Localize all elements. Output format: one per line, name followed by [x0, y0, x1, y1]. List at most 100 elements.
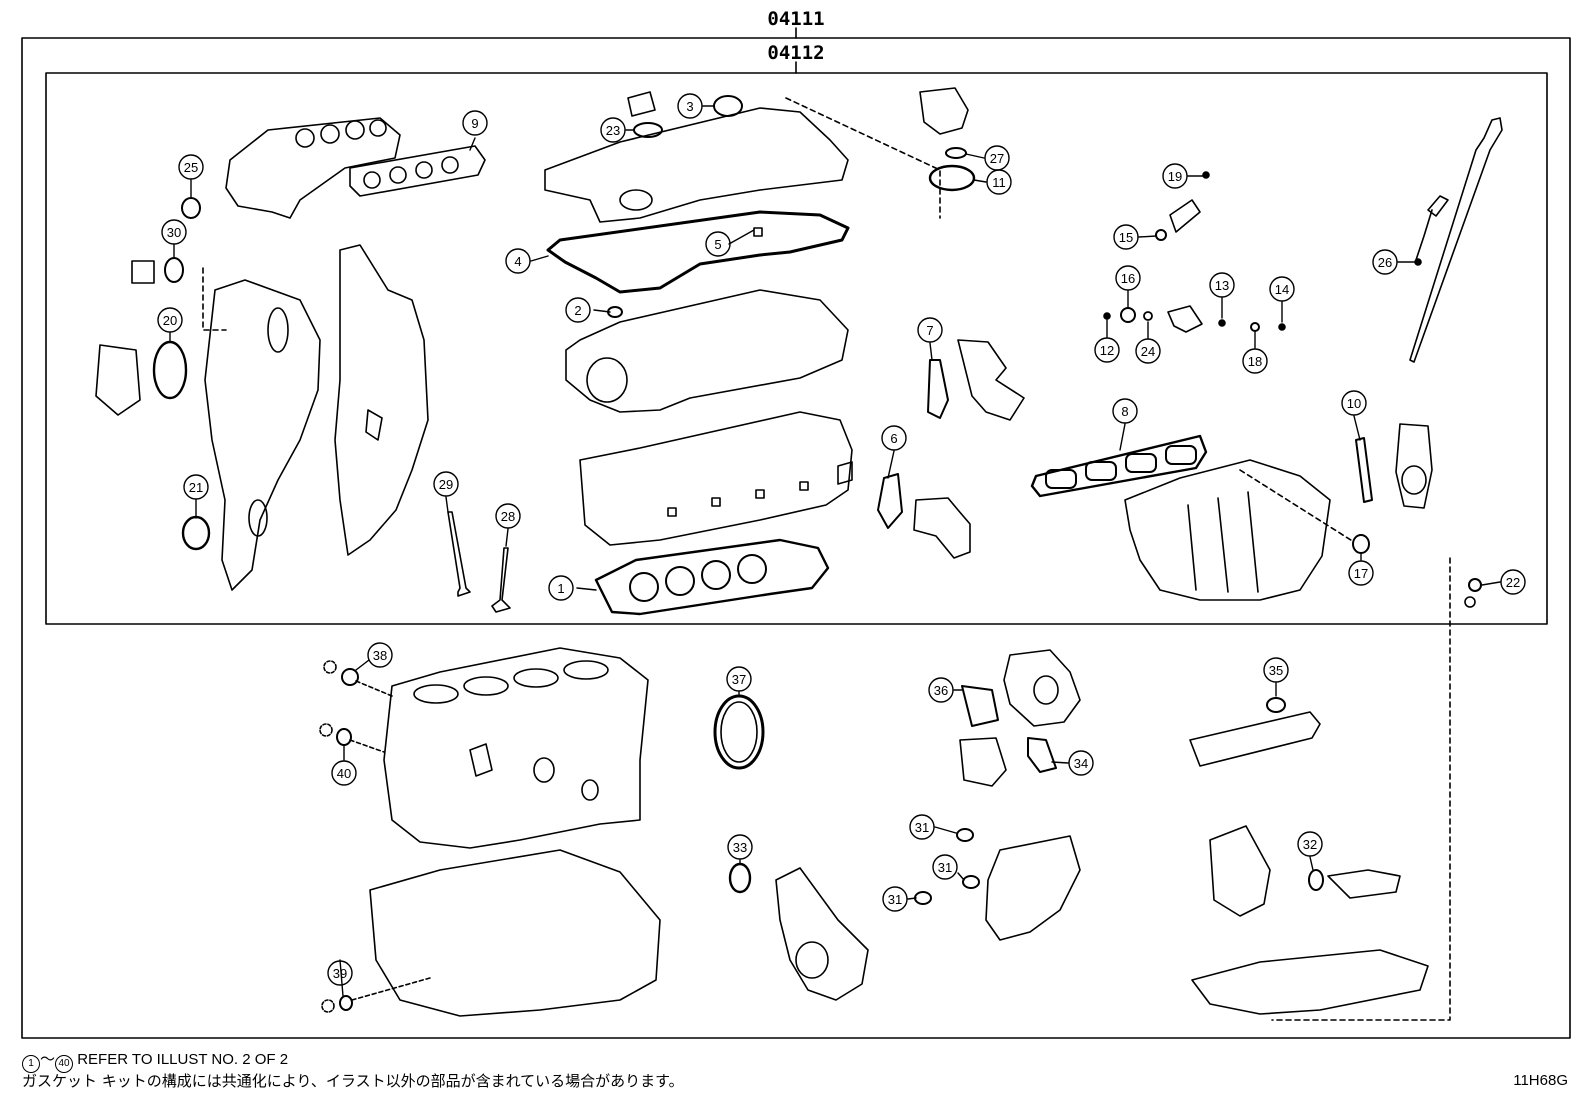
range-separator: ～: [40, 1051, 56, 1068]
callout-25[interactable]: 25: [184, 160, 198, 175]
oring-39: [339, 995, 353, 1011]
cylinder-head: [579, 411, 853, 546]
callout-31c[interactable]: 31: [888, 892, 902, 907]
callout-34[interactable]: 34: [1074, 756, 1088, 771]
callout-20[interactable]: 20: [163, 313, 177, 328]
gasket-11: [928, 164, 976, 192]
gasket-36: [961, 685, 999, 727]
callout-7[interactable]: 7: [926, 323, 933, 338]
oring-30: [164, 257, 184, 283]
kit-04111-label[interactable]: 04111: [767, 8, 824, 30]
callout-28[interactable]: 28: [501, 509, 515, 524]
callouts: [157, 93, 1526, 997]
callout-37[interactable]: 37: [732, 672, 746, 687]
callout-9[interactable]: 9: [471, 116, 478, 131]
range-note-text: REFER TO ILLUST NO. 2 OF 2: [77, 1051, 289, 1068]
callout-11[interactable]: 11: [992, 175, 1006, 190]
callout-22[interactable]: 22: [1506, 575, 1520, 590]
seal-33: [728, 862, 752, 894]
callout-8[interactable]: 8: [1121, 404, 1128, 419]
oring-26: [1414, 258, 1422, 266]
exhaust-manifold: [225, 117, 401, 219]
plug-3: [713, 95, 743, 117]
callout-13[interactable]: 13: [1215, 278, 1229, 293]
clamp-31a: [956, 828, 974, 842]
oring-22: [1468, 578, 1482, 592]
valve-28: [491, 547, 511, 613]
callout-36[interactable]: 36: [934, 683, 948, 698]
callout-38[interactable]: 38: [373, 648, 387, 663]
cylinder-head-gasket: [594, 538, 830, 616]
head-cover-gasket: [546, 210, 850, 294]
callout-31a[interactable]: 31: [915, 820, 929, 835]
crankcase: [369, 849, 661, 1017]
callout-18[interactable]: 18: [1248, 354, 1262, 369]
timing-cover-right: [334, 244, 429, 556]
oring-40: [336, 728, 352, 746]
kit-04112-label[interactable]: 04112: [767, 42, 824, 64]
rear-oil-seal-37: [713, 694, 765, 770]
gasket-6: [877, 473, 903, 529]
japanese-note: ガスケット キットの構成には共通化により、イラスト以外の部品が含まれている場合が…: [22, 1072, 684, 1090]
callout-32[interactable]: 32: [1303, 837, 1317, 852]
callout-30[interactable]: 30: [167, 225, 181, 240]
callout-40[interactable]: 40: [337, 766, 351, 781]
intake-gasket: [1030, 434, 1208, 498]
kit-04112-frame: [45, 72, 1548, 625]
callout-33[interactable]: 33: [733, 840, 747, 855]
callout-12[interactable]: 12: [1100, 343, 1114, 358]
water-pump: [1003, 649, 1081, 727]
oring-32: [1308, 869, 1324, 891]
intake-manifold: [1124, 459, 1331, 601]
callout-15[interactable]: 15: [1119, 230, 1133, 245]
callout-numbers: 1 2 3 4 5 6 7 8 9 10 11 12 13 14 15 16 1…: [163, 99, 1520, 981]
range-start-circle: 1: [22, 1055, 40, 1073]
callout-31b[interactable]: 31: [938, 860, 952, 875]
range-note: 1～40 REFER TO ILLUST NO. 2 OF 2: [22, 1051, 288, 1073]
callout-39[interactable]: 39: [333, 966, 347, 981]
gasket-7: [927, 359, 949, 419]
oring-17: [1352, 534, 1370, 554]
callout-14[interactable]: 14: [1275, 282, 1289, 297]
illustration-code: 11H68G: [1513, 1072, 1568, 1089]
gasket-18: [1250, 322, 1260, 332]
callout-21[interactable]: 21: [189, 480, 203, 495]
callout-4[interactable]: 4: [514, 254, 521, 269]
callout-1[interactable]: 1: [557, 581, 564, 596]
gasket-10: [1355, 437, 1373, 503]
callout-24[interactable]: 24: [1141, 344, 1155, 359]
callout-6[interactable]: 6: [890, 431, 897, 446]
callout-27[interactable]: 27: [990, 151, 1004, 166]
callout-29[interactable]: 29: [439, 477, 453, 492]
oring-24: [1143, 311, 1153, 321]
kit-04111-frame: [21, 37, 1571, 1039]
seal-25: [181, 197, 201, 219]
gasket-13: [1218, 319, 1226, 327]
callout-5[interactable]: 5: [714, 237, 721, 252]
callout-16[interactable]: 16: [1121, 271, 1135, 286]
callout-3[interactable]: 3: [686, 99, 693, 114]
valve-29: [447, 511, 471, 597]
oil-pan: [1191, 949, 1429, 1015]
cylinder-block: [383, 647, 649, 849]
callout-23[interactable]: 23: [606, 123, 620, 138]
callout-17[interactable]: 17: [1354, 566, 1368, 581]
clamp-31c: [914, 891, 932, 905]
callout-2[interactable]: 2: [574, 303, 581, 318]
callout-35[interactable]: 35: [1269, 663, 1283, 678]
callout-26[interactable]: 26: [1378, 255, 1392, 270]
nut-15: [1155, 229, 1167, 241]
bolt-5: [753, 227, 763, 237]
oring-35: [1266, 697, 1286, 713]
camshaft-housing: [565, 289, 849, 413]
oring-38: [341, 668, 359, 686]
oring-27: [945, 147, 967, 159]
callout-10[interactable]: 10: [1347, 396, 1361, 411]
head-cover: [544, 107, 849, 223]
plug-19: [1202, 171, 1210, 179]
callout-19[interactable]: 19: [1168, 169, 1182, 184]
dipstick: [1409, 117, 1503, 363]
gasket-34: [1027, 737, 1057, 773]
seal-20: [152, 340, 188, 400]
